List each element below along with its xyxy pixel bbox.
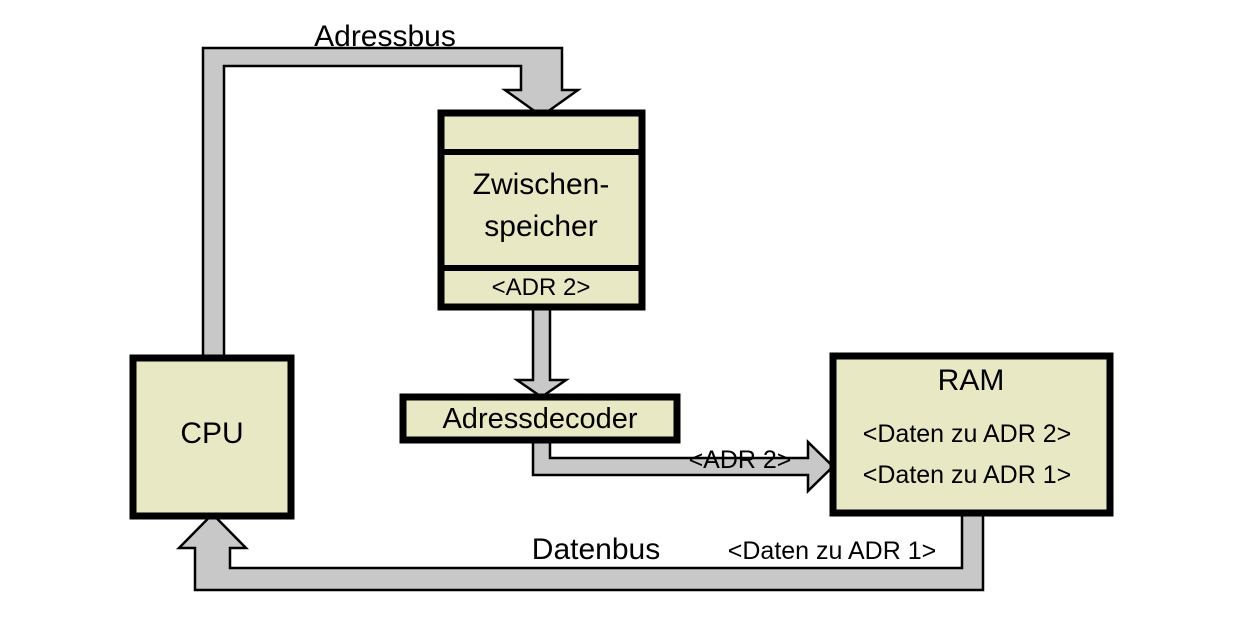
datenbus-path bbox=[176, 511, 985, 592]
zwischenspeicher-label-line2: speicher bbox=[484, 210, 598, 243]
zwischenspeicher-to-adressdecoder-arrow bbox=[513, 305, 570, 399]
adressdecoder-to-ram-arrow bbox=[531, 438, 835, 494]
ram-title: RAM bbox=[937, 364, 1005, 397]
ram-line-adr1: <Daten zu ADR 1> bbox=[862, 461, 1072, 489]
adr2-arrow-label: <ADR 2> bbox=[688, 446, 792, 474]
adressbus-label: Adressbus bbox=[314, 20, 456, 53]
datenbus-value-label: <Daten zu ADR 1> bbox=[727, 537, 937, 565]
cpu-label: CPU bbox=[180, 417, 244, 450]
adressbus-path bbox=[201, 46, 582, 360]
zwischenspeicher-adr2-value: <ADR 2> bbox=[491, 274, 591, 301]
ram-box[interactable] bbox=[829, 352, 1114, 517]
adressdecoder-label: Adressdecoder bbox=[442, 403, 638, 435]
ram-line-adr2: <Daten zu ADR 2> bbox=[862, 420, 1072, 448]
datenbus-label: Datenbus bbox=[531, 533, 661, 566]
cpu-box[interactable] bbox=[129, 354, 295, 520]
adressdecoder-box[interactable] bbox=[399, 393, 681, 444]
zwischenspeicher-label-line1: Zwischen- bbox=[472, 168, 610, 201]
zwischenspeicher-box[interactable] bbox=[437, 109, 646, 311]
